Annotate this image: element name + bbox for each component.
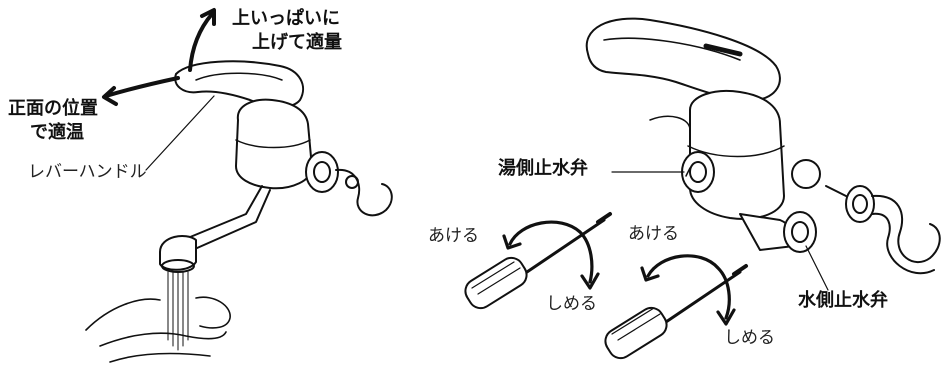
right-faucet-drawing <box>464 17 941 360</box>
cold-valve-leader <box>805 245 829 291</box>
label-close-hot: しめる <box>546 294 597 314</box>
water-stream <box>167 271 189 351</box>
arrow-rotate-hot <box>508 220 594 284</box>
lever-leader <box>145 95 215 171</box>
screwdriver-hot <box>464 212 612 310</box>
label-up-line1: 上いっぱいに <box>232 8 340 29</box>
arrow-rotate-cold <box>646 254 731 320</box>
label-open-hot: あける <box>428 226 479 246</box>
label-cold-valve: 水側止水弁 <box>798 290 888 311</box>
arrow-front <box>104 76 180 98</box>
arrow-up <box>188 12 214 72</box>
label-up-line2: 上げて適量 <box>252 32 342 53</box>
left-faucet-drawing <box>85 8 393 363</box>
hands <box>85 296 231 363</box>
label-front-line2: で適温 <box>30 122 84 143</box>
label-close-cold: しめる <box>724 328 775 348</box>
label-hot-valve: 湯側止水弁 <box>498 158 588 179</box>
screwdriver-cold <box>604 264 748 360</box>
label-open-cold: あける <box>628 224 679 244</box>
label-front-line1: 正面の位置 <box>8 98 98 119</box>
label-lever-handle: レバーハンドル <box>28 162 147 182</box>
